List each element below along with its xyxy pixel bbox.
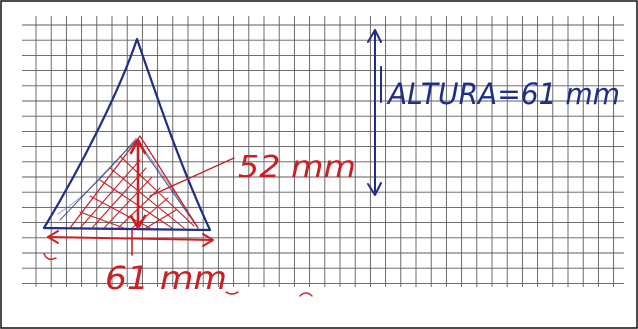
red-drawing — [43, 135, 313, 297]
pointer-line-to-inner-label — [149, 157, 235, 197]
base-arrow-right-head — [202, 233, 214, 247]
height-arrow-top-head — [367, 29, 382, 43]
base-width-label: 61 mm — [105, 259, 227, 297]
base-arrow-left-head — [47, 230, 59, 244]
height-label: ALTURA=61 mm — [386, 77, 620, 111]
stray-left-mark — [43, 253, 57, 261]
height-arrow-bottom-head — [367, 182, 382, 196]
inner-height-arrow-bottom-head — [129, 214, 147, 230]
graph-paper-grid — [22, 16, 624, 287]
triangle-outline — [42, 37, 212, 232]
inner-height-arrow-top-head — [129, 138, 147, 155]
stray-bottom-mark-2 — [299, 292, 313, 297]
base-arrow-shaft — [47, 236, 214, 241]
blue-drawing — [42, 29, 382, 232]
inner-height-label: 52 mm — [238, 150, 356, 185]
stray-bottom-mark — [225, 291, 239, 295]
